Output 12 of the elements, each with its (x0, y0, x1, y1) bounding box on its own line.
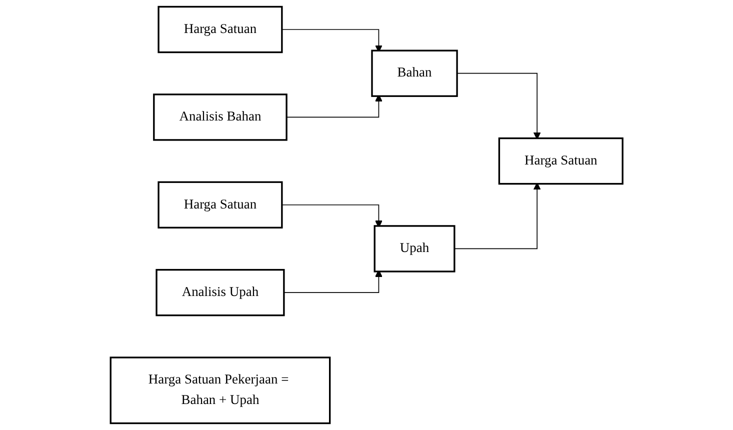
node-box: Harga Satuan (498, 137, 624, 185)
arrow (456, 72, 541, 140)
arrow (454, 182, 541, 250)
node-box: Bahan (371, 50, 458, 97)
node-box: Upah (374, 225, 456, 272)
node-box: Analisis Upah (156, 268, 285, 316)
arrow (281, 29, 382, 52)
node-box: Harga Satuan Pekerjaan = Bahan + Upah (110, 356, 331, 424)
node-box: Analisis Bahan (152, 94, 288, 141)
node-box: Harga Satuan (158, 6, 283, 54)
node-box: Harga Satuan (158, 181, 283, 228)
arrow (283, 270, 382, 293)
